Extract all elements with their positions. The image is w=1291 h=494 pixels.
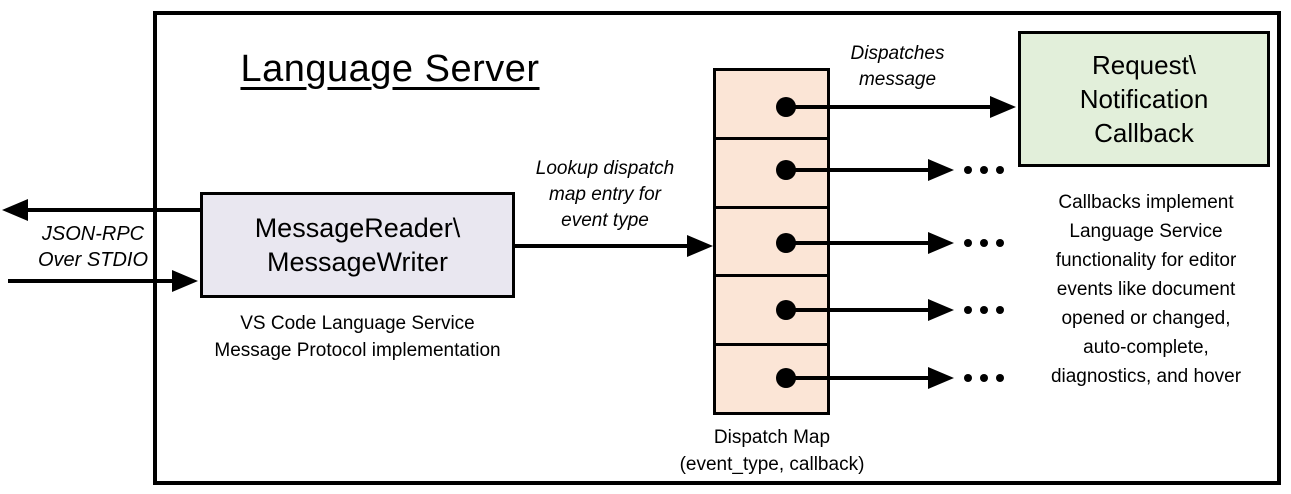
dispatch-map-slot xyxy=(716,139,827,209)
arrowhead-left-icon xyxy=(2,199,28,221)
callbacks-note: Callbacks implement Language Service fun… xyxy=(1050,192,1242,387)
dispatch-map-caption: Dispatch Map (event_type, callback) xyxy=(679,427,865,475)
dispatch-arrow-line xyxy=(790,308,930,312)
stdio-in-arrow-line xyxy=(8,279,174,283)
stdio-out-arrow-line xyxy=(26,208,202,212)
arrowhead-right-icon xyxy=(687,235,713,257)
dispatch-arrow-line xyxy=(790,241,930,245)
diagram-title: Language Server xyxy=(240,48,540,90)
map-entry-dot-icon xyxy=(776,97,796,117)
map-entry-dot-icon xyxy=(776,160,796,180)
arrowhead-right-icon xyxy=(928,232,954,254)
arrowhead-right-icon xyxy=(990,96,1016,118)
dispatches-message-label: Dispatches message xyxy=(850,43,945,90)
dispatch-arrow-line xyxy=(790,376,930,380)
message-reader-writer-box: MessageReader\ MessageWriter xyxy=(200,192,515,298)
lookup-arrow-line xyxy=(515,244,688,248)
language-server-outer-box xyxy=(153,11,1281,485)
ellipsis-icon xyxy=(964,166,1004,174)
request-notification-callback-box: Request\ Notification Callback xyxy=(1018,31,1270,167)
map-entry-dot-icon xyxy=(776,368,796,388)
map-entry-dot-icon xyxy=(776,233,796,253)
lookup-arrow-label: Lookup dispatch map entry for event type xyxy=(535,158,675,231)
dispatch-arrow-line xyxy=(790,168,930,172)
message-box-caption: VS Code Language Service Message Protoco… xyxy=(214,313,501,361)
map-entry-dot-icon xyxy=(776,300,796,320)
ellipsis-icon xyxy=(964,374,1004,382)
ellipsis-icon xyxy=(964,306,1004,314)
arrowhead-right-icon xyxy=(928,367,954,389)
arrowhead-right-icon xyxy=(172,270,198,292)
ellipsis-icon xyxy=(964,239,1004,247)
dispatch-arrow-line xyxy=(790,105,992,109)
arrowhead-right-icon xyxy=(928,159,954,181)
json-rpc-label: JSON-RPC Over STDIO xyxy=(37,223,148,271)
arrowhead-right-icon xyxy=(928,299,954,321)
